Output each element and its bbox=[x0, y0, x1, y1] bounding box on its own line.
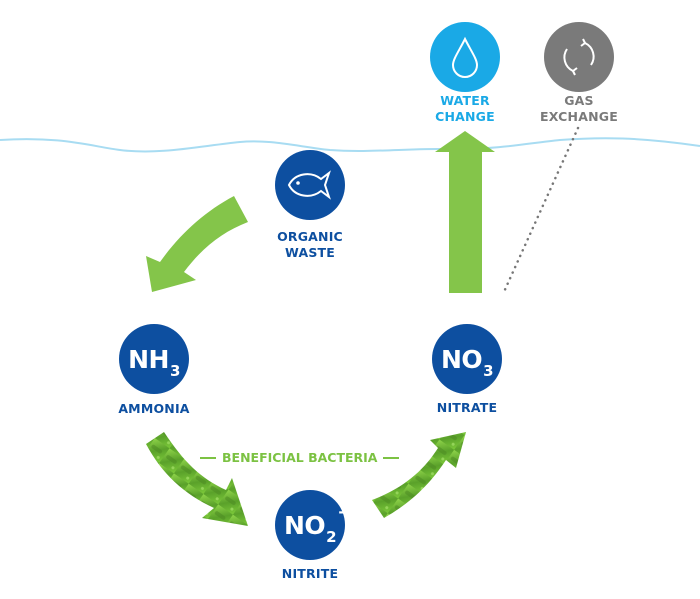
organic-waste-label-line1: ORGANIC bbox=[277, 229, 343, 244]
ammonia-to-nitrite-arrow bbox=[146, 432, 248, 526]
nitrate-label: NITRATE bbox=[436, 400, 498, 415]
water-change-node bbox=[430, 22, 500, 92]
gas-exchange-label-line1: GAS bbox=[564, 93, 594, 108]
nitrite-node: NO2- bbox=[275, 490, 345, 560]
water-change-arrow bbox=[435, 131, 495, 293]
water-change-label: WATER CHANGE bbox=[415, 93, 515, 125]
beneficial-bacteria-label: BENEFICIAL BACTERIA bbox=[200, 450, 400, 465]
organic-waste-node bbox=[275, 150, 345, 220]
nitrite-to-nitrate-arrow bbox=[372, 432, 466, 518]
gas-exchange-label-line2: EXCHANGE bbox=[540, 109, 618, 124]
nitrite-formula: NO2- bbox=[283, 502, 345, 546]
dash-right bbox=[383, 456, 400, 459]
gas-exchange-label: GAS EXCHANGE bbox=[529, 93, 629, 125]
ammonia-node: NH3 bbox=[119, 324, 189, 394]
waste-to-ammonia-arrow bbox=[146, 196, 248, 292]
water-change-label-line1: WATER bbox=[440, 93, 490, 108]
organic-waste-label-line2: WASTE bbox=[285, 245, 335, 260]
nitrate-node: NO3 bbox=[432, 324, 502, 394]
fish-icon bbox=[287, 170, 331, 200]
ammonia-label: AMMONIA bbox=[118, 401, 190, 416]
nitrite-label: NITRITE bbox=[281, 566, 339, 581]
beneficial-bacteria-text: BENEFICIAL BACTERIA bbox=[222, 450, 378, 465]
water-change-label-line2: CHANGE bbox=[435, 109, 495, 124]
dash-left bbox=[200, 456, 216, 459]
water-surface-line bbox=[0, 137, 700, 153]
nitrate-formula: NO3 bbox=[440, 344, 494, 380]
organic-waste-label: ORGANIC WASTE bbox=[260, 229, 360, 261]
water-drop-icon bbox=[451, 36, 479, 78]
gas-exchange-node bbox=[544, 22, 614, 92]
refresh-cycle-icon bbox=[563, 38, 595, 76]
gas-exchange-dotted-line bbox=[501, 126, 580, 296]
ammonia-formula: NH3 bbox=[128, 344, 180, 380]
